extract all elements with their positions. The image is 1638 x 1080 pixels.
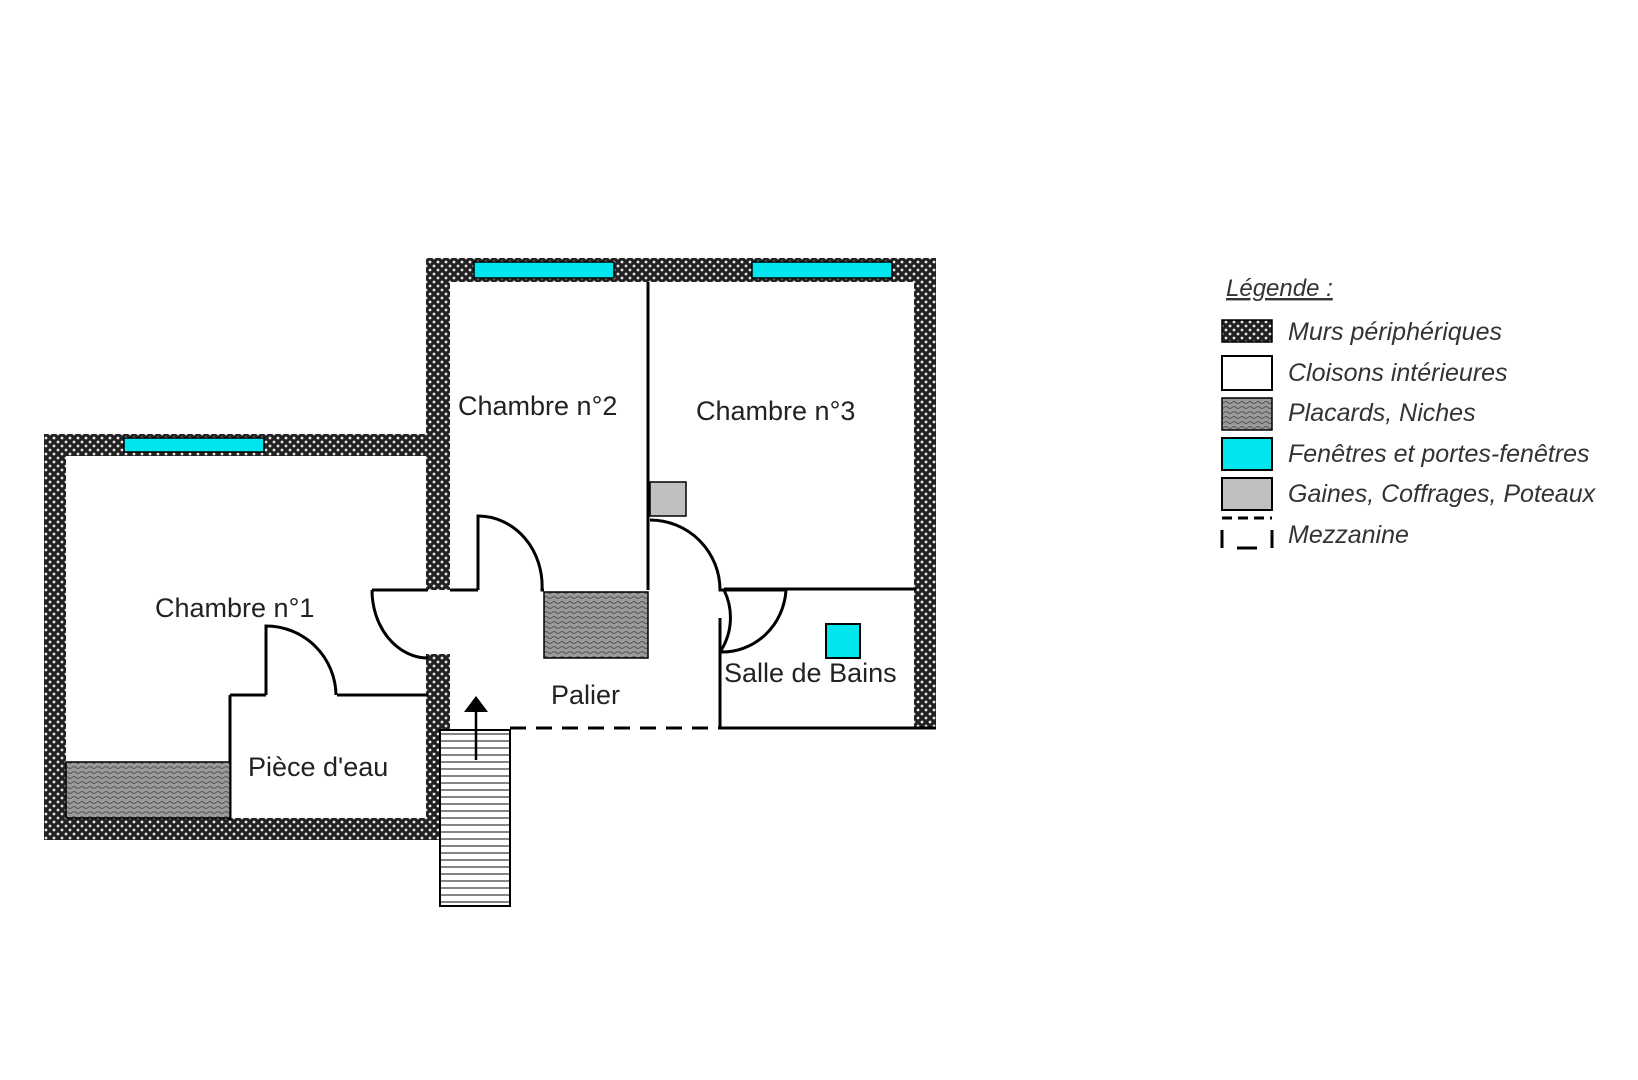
legend-label-gaines: Gaines, Coffrages, Poteaux <box>1288 480 1597 508</box>
legend-label-fenetres: Fenêtres et portes-fenêtres <box>1288 440 1590 468</box>
legend-title: Légende : <box>1226 275 1333 302</box>
legend-swatch-cloisons <box>1221 355 1273 391</box>
label-piece-eau: Pièce d'eau <box>248 752 388 782</box>
legend-label-murs: Murs périphériques <box>1288 318 1502 346</box>
legend-label-cloisons: Cloisons intérieures <box>1288 359 1508 387</box>
label-chambre1: Chambre n°1 <box>155 593 314 623</box>
wall-chambre1-left <box>44 434 66 840</box>
label-salle-de-bains: Salle de Bains <box>724 658 897 688</box>
window-chambre1 <box>123 437 265 453</box>
door-salle-de-bains <box>718 589 732 653</box>
doors <box>264 514 788 696</box>
label-chambre3: Chambre n°3 <box>696 396 855 426</box>
closet-chambre2 <box>543 591 649 659</box>
legend-swatch-gaines <box>1221 477 1273 511</box>
legend-label-mezzanine: Mezzanine <box>1288 521 1409 549</box>
bath-fixture <box>825 623 861 659</box>
wall-bottom <box>44 818 440 840</box>
duct-chambre3 <box>649 481 687 517</box>
door-chambre1 <box>370 589 429 660</box>
legend-swatch-fenetres <box>1221 437 1273 471</box>
legend-swatch-murs <box>1221 319 1273 343</box>
wall-right <box>914 268 936 728</box>
closets <box>65 591 649 819</box>
door-salle-de-bains-leaf <box>719 588 788 654</box>
window-chambre2 <box>473 261 615 279</box>
closet-chambre1 <box>65 761 231 819</box>
legend-label-placards: Placards, Niches <box>1288 399 1476 427</box>
door-chambre2 <box>476 514 544 592</box>
door-piece-eau <box>264 624 338 696</box>
staircase <box>439 696 511 907</box>
window-chambre3 <box>751 261 893 279</box>
room-labels: Chambre n°1 Chambre n°2 Chambre n°3 Pali… <box>155 391 897 782</box>
wall-center-upper <box>426 272 450 590</box>
legend-swatch-placards <box>1221 397 1273 431</box>
legend-swatch-mezzanine <box>1220 516 1274 550</box>
stairs-arrow-head-icon <box>464 696 488 712</box>
door-chambre3 <box>649 518 724 592</box>
label-palier: Palier <box>551 680 620 710</box>
interior-partitions <box>228 282 936 820</box>
label-chambre2: Chambre n°2 <box>458 391 617 421</box>
windows <box>123 261 893 453</box>
legend: Légende : Murs périphériques Cloisons in… <box>1220 275 1597 550</box>
